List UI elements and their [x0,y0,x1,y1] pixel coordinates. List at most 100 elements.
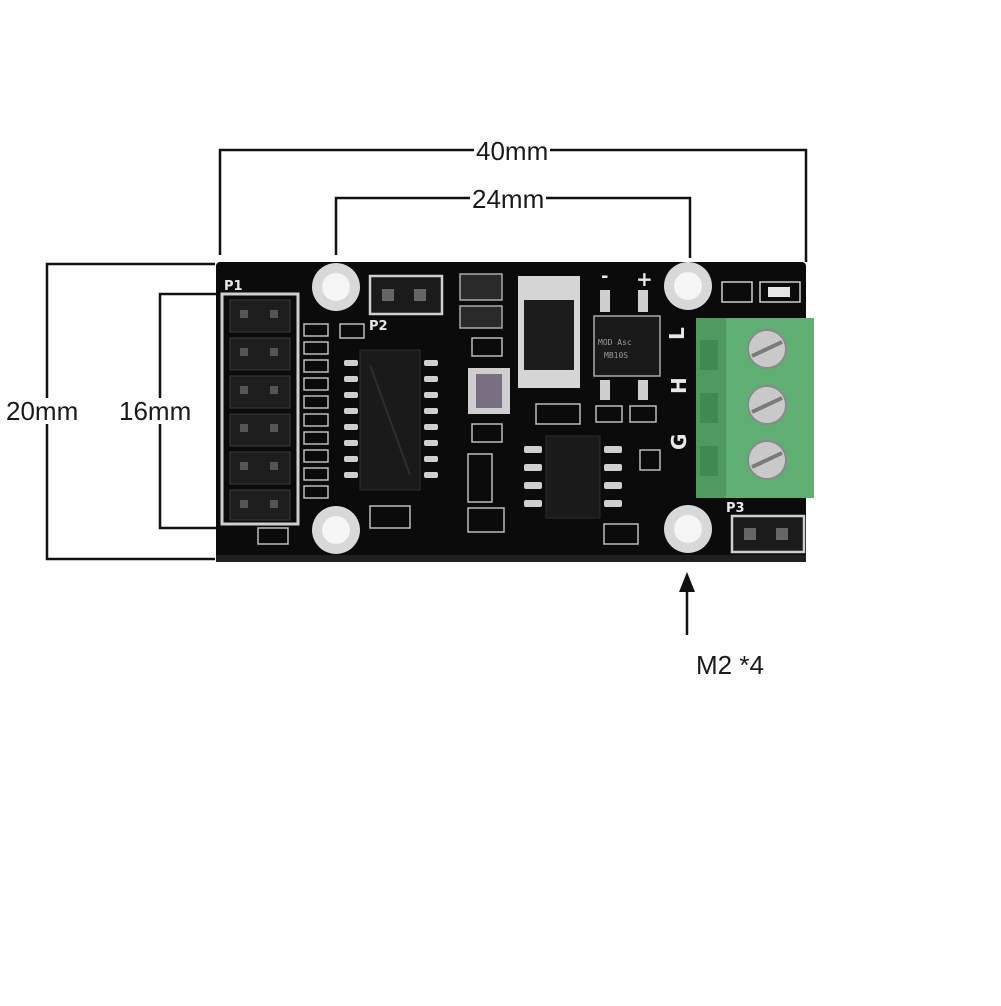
ic-pin [424,456,438,462]
ic-transceiver [344,349,438,491]
smd-capacitor-outline [721,281,753,303]
bridge-pin [600,380,610,400]
label-minus: - [601,266,608,287]
header-pin [414,289,426,301]
terminal-slot [700,393,718,423]
width-label: 40mm [474,136,551,166]
header-p1-housing-row [229,489,291,521]
smd-resistor-outline [303,449,329,463]
header-pin [744,528,756,540]
header-pin [240,386,248,394]
label-p2: P2 [369,319,388,334]
smd-capacitor-outline [535,403,581,425]
bridge-pin [600,290,610,312]
bridge-part-text: MOD Asc [598,338,632,347]
mount-hole-inner [322,273,350,301]
bridge-body [593,315,661,377]
smd-capacitor-outline [257,527,289,545]
smd-resistor-outline [303,359,329,373]
ic-pin [524,464,542,471]
header-p2: P2 [368,274,444,334]
led-lens [476,374,502,408]
ic-pin [344,456,358,462]
header-pin [240,424,248,432]
smd-resistor-outline [303,377,329,391]
resistor-column [303,323,329,499]
header-pin [270,424,278,432]
label-p3: P3 [726,501,745,516]
header-p1-housing-row [229,413,291,447]
header-pin [240,462,248,470]
ic-pin [424,360,438,366]
header-p1: P1 [220,279,300,526]
smd-resistor-outline [303,395,329,409]
header-p2-outline [368,274,444,316]
header-pin [382,289,394,301]
transistor-body [459,273,503,301]
smd-capacitor-outline [471,423,503,443]
header-pin [240,500,248,508]
ic-optocoupler [524,435,622,519]
terminal-slot [700,446,718,476]
ic-pin [344,392,358,398]
ic-marking-line [369,364,411,476]
smd-capacitor-outline [595,405,623,423]
ic-pin [424,440,438,446]
ic2-body [545,435,601,519]
ic-pin [344,424,358,430]
header-height-label: 16mm [117,396,194,426]
smd-capacitor-outline [629,405,657,423]
ic-pin [344,472,358,478]
label-plus: + [636,267,653,291]
ic-pin [424,472,438,478]
voltage-regulator [518,276,580,388]
label-g: G [667,434,691,450]
terminal-block: L H G [665,318,814,498]
header-pin [270,462,278,470]
terminal-screws [747,329,787,480]
terminal-slot [700,340,718,370]
mount-arrow-head [679,572,695,592]
bridge-rectifier: - + MOD Asc MB10S [593,266,661,400]
label-h: H [667,377,691,394]
regulator-body [524,300,574,370]
screw-slot [751,451,783,469]
smd-capacitor-outline [369,505,411,529]
pcb-edge [216,555,806,562]
header-p3-outline [730,514,806,554]
bridge-pin [638,290,648,312]
pcb-board: P1 P2 [216,262,814,562]
transistor-body-2 [459,305,503,329]
smd-capacitor-outline [467,453,493,503]
ic-pin [604,446,622,453]
ic-pin [344,408,358,414]
mount-holes-label: M2 *4 [696,650,764,680]
header-pin [270,500,278,508]
smd-resistor-outline [303,485,329,499]
ic-pin [524,446,542,453]
label-l: L [665,327,689,340]
mount-hole-inner [322,516,350,544]
ic-pin [424,408,438,414]
smd-resistor-outline [303,323,329,337]
hole-spacing-label: 24mm [470,184,547,214]
ic-pin [344,360,358,366]
header-pin [776,528,788,540]
mount-hole-inner [674,272,702,300]
smd-resistor-outline [303,467,329,481]
ic-pin [604,464,622,471]
header-p3: P3 [726,501,806,554]
smd-capacitor-outline [759,281,801,303]
ic-pin [524,500,542,507]
ic-pin [344,376,358,382]
smd-capacitor-outline [467,507,505,533]
height-label: 20mm [4,396,81,426]
smd-capacitor-outline [639,449,661,471]
header-pin [270,348,278,356]
header-p1-housing-row [229,375,291,409]
ic-pin [424,392,438,398]
ic-pin [604,482,622,489]
header-pin [270,310,278,318]
